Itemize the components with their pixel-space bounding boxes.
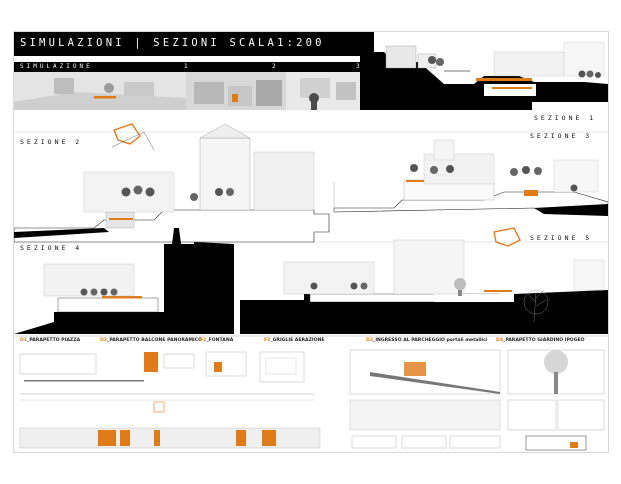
section-3-drawing — [333, 139, 608, 216]
simulation-number-1: 1 — [184, 62, 188, 70]
simulation-strip — [14, 62, 360, 72]
drawing-sheet: SIMULAZIONI | SEZIONI SCALA1:200 SIMULAZ… — [13, 31, 609, 453]
detail-d3-title: D3_INGRESSO AL PARCHEGGIO portali metall… — [366, 338, 488, 343]
section-label-1: SEZIONE 1 — [534, 114, 597, 122]
simulation-number-3: 3 — [356, 62, 360, 70]
simulation-label: SIMULAZIONE — [20, 62, 93, 70]
detail-d1-title: D1_PARAPETTO PIAZZA — [20, 338, 81, 343]
section-label-5: SEZIONE 5 — [530, 234, 593, 242]
section-1-drawing — [360, 32, 608, 110]
section-label-4: SEZIONE 4 — [20, 244, 83, 252]
section-4-drawing — [14, 227, 521, 334]
detail-d2-title: D2_PARAPETTO BALCONE PANORAMICO — [100, 338, 203, 343]
simulation-number-2: 2 — [272, 62, 276, 70]
detail-f2-title: F2_GRIGLIE AERAZIONE — [264, 338, 325, 343]
section-2-drawing — [14, 123, 330, 243]
detail-f1-title: F1_FONTANA — [200, 338, 234, 343]
section-5-drawing — [240, 239, 608, 334]
section-label-2: SEZIONE 2 — [20, 138, 83, 146]
detail-d4-title: D4_PARAPETTO GIARDINO IPOGEO — [496, 338, 585, 343]
page-title: SIMULAZIONI | SEZIONI SCALA1:200 — [20, 37, 325, 49]
details-drawings — [14, 335, 608, 451]
title-bar — [14, 32, 360, 56]
drawing-canvas — [14, 32, 608, 451]
simulation-images — [14, 72, 360, 110]
section-label-3: SEZIONE 3 — [530, 132, 593, 140]
